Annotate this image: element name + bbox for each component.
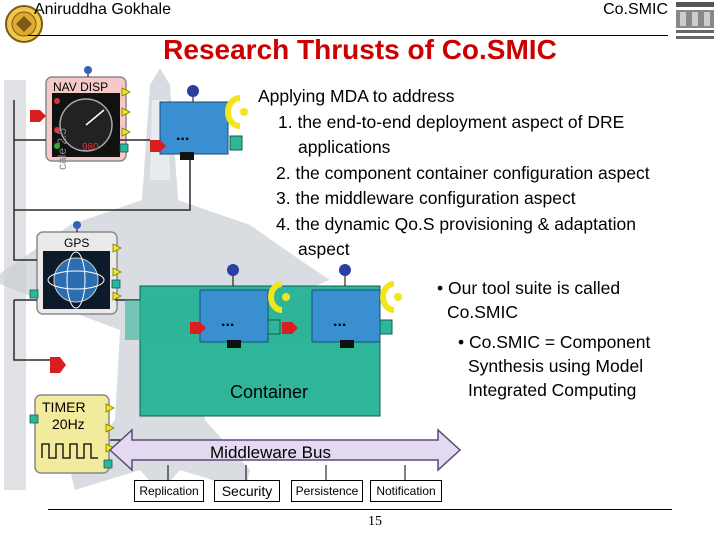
thrust-item-1: 1. the end-to-end deployment aspect of D… [278, 111, 625, 132]
component-right [282, 264, 402, 348]
service-persistence: Persistence [291, 480, 363, 502]
component-left-ellipsis: ... [221, 313, 234, 330]
thrust-item-3: 3. the middleware configuration aspect [276, 188, 576, 208]
component-right-ellipsis: ... [333, 313, 346, 330]
bullet-definition-line1: • Co.SMIC = Component [458, 332, 651, 352]
gps-label: GPS [64, 236, 89, 250]
page-number: 15 [368, 514, 382, 529]
thrust-item-1-cont: applications [298, 137, 391, 157]
bullet-definition-line2: Synthesis using Model [468, 356, 644, 376]
service-replication: Replication [134, 480, 204, 502]
container-label: Container [230, 382, 308, 402]
thrusts-intro: Applying MDA to address [258, 86, 455, 106]
project-name: Co.SMIC [603, 1, 668, 18]
thrusts-list: Applying MDA to address 1. the end-to-en… [258, 84, 650, 263]
thrust-item-2: 2. the component container configuration… [276, 162, 650, 183]
header-rule [28, 35, 668, 36]
bullet-tool-suite: • Our tool suite is called Co.SMIC [437, 276, 620, 324]
slide-title: Research Thrusts of Co.SMIC [163, 34, 557, 65]
bullet-definition-line3: Integrated Computing [468, 380, 637, 400]
component-top [150, 85, 248, 160]
bullet-tool-suite-line1: • Our tool suite is called [437, 278, 621, 298]
university-logo [4, 2, 44, 46]
service-security: Security [214, 480, 280, 502]
component-top-ellipsis: ... [176, 127, 189, 144]
thrust-item-4-cont: aspect [298, 239, 350, 259]
wiring [13, 100, 205, 441]
thrust-item-4: 4. the dynamic Qo.S provisioning & adapt… [276, 213, 636, 234]
service-notification: Notification [370, 480, 442, 502]
timer-rate: 20Hz [52, 416, 85, 432]
institute-crest [672, 0, 718, 46]
nav-readout: 980 [82, 142, 99, 153]
footer-rule [48, 509, 672, 510]
middleware-bus [108, 428, 462, 472]
bullet-tool-suite-line2: Co.SMIC [447, 302, 518, 322]
author-name: Aniruddha Gokhale [34, 1, 171, 18]
nav-display-label: NAV DISP [53, 80, 108, 94]
nav-display-panel: 980 [45, 76, 127, 162]
middleware-bus-label: Middleware Bus [210, 443, 331, 462]
timer-label: TIMER [42, 399, 86, 415]
gps-panel [36, 231, 118, 315]
bullet-cosmic-definition: • Co.SMIC = Component Synthesis using Mo… [458, 330, 650, 402]
scale-label: cale 2.5 [55, 128, 69, 170]
component-left [190, 264, 290, 348]
timer-panel [34, 394, 110, 474]
